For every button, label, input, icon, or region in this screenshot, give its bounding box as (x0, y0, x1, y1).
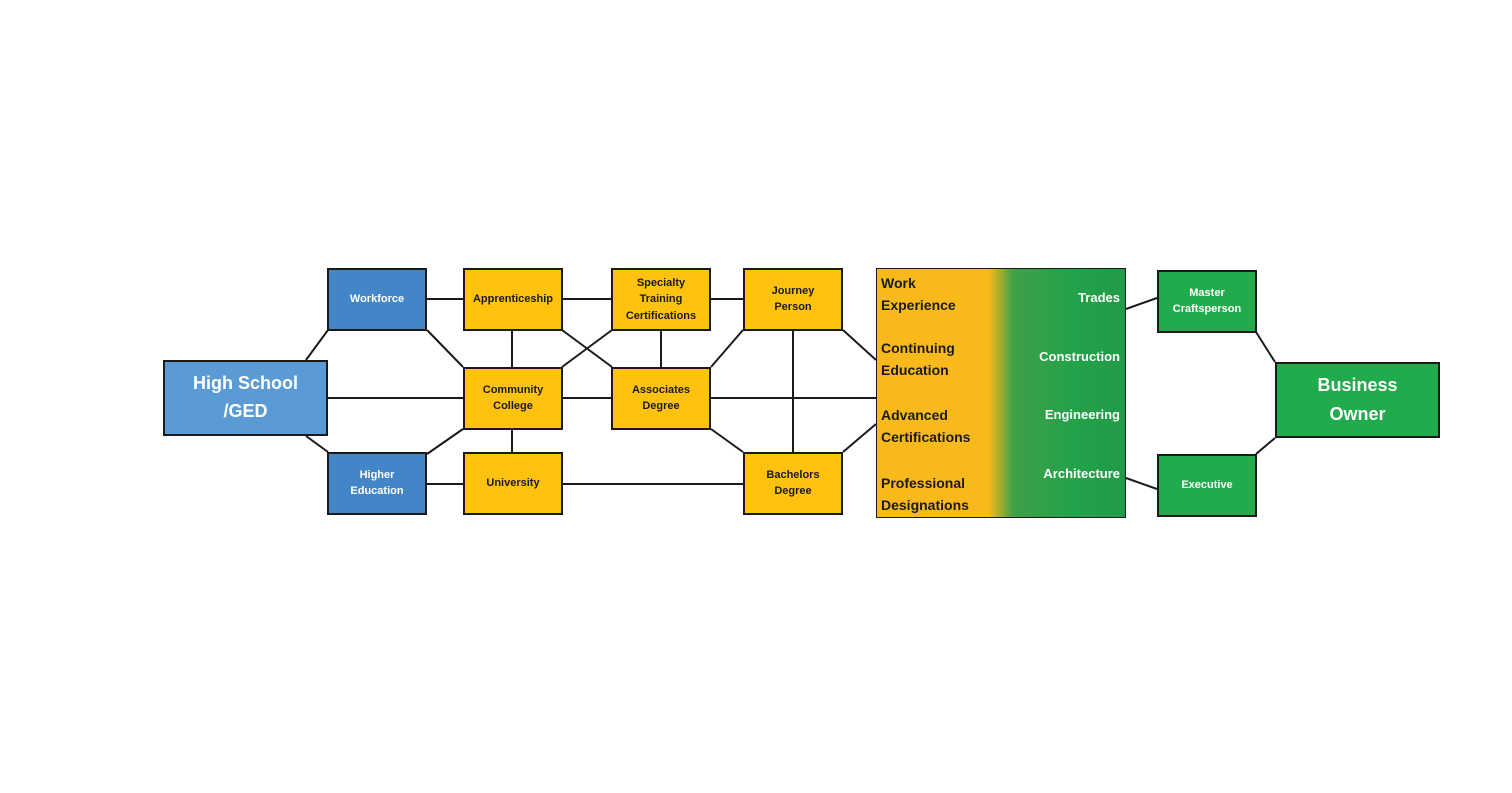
link-highschool-workforce (305, 329, 329, 361)
node-journey-person: Journey Person (743, 268, 843, 331)
label-architecture: Architecture (1043, 466, 1120, 481)
link-journey-experience (842, 329, 877, 361)
node-bachelors-degree: Bachelors Degree (743, 452, 843, 515)
node-executive: Executive (1157, 454, 1257, 517)
link-workforce-community (426, 329, 464, 368)
node-high-school: High School /GED (163, 360, 328, 436)
node-master-craftsperson: Master Craftsperson (1157, 270, 1257, 333)
node-university: University (463, 452, 563, 515)
link-highschool-higher-ed (305, 435, 329, 453)
link-trades-master (1125, 297, 1158, 310)
link-higher-ed-community (426, 428, 464, 455)
label-continuing-education: Continuing Education (881, 340, 955, 379)
node-associates-degree: Associates Degree (611, 367, 711, 430)
node-community-college: Community College (463, 367, 563, 430)
node-apprenticeship: Apprenticeship (463, 268, 563, 331)
link-associates-journey (710, 329, 744, 368)
link-executive-business (1255, 437, 1276, 455)
label-construction: Construction (1039, 349, 1120, 364)
node-higher-education: Higher Education (327, 452, 427, 515)
label-work-experience: Work Experience (881, 275, 956, 314)
link-community-specialty (561, 329, 613, 368)
label-advanced-certifications: Advanced Certifications (881, 407, 971, 446)
node-workforce: Workforce (327, 268, 427, 331)
link-bachelors-experience (842, 423, 877, 453)
link-associates-bachelors (710, 428, 744, 453)
label-professional-designations: Professional Designations (881, 475, 969, 514)
link-master-business (1255, 331, 1276, 363)
label-engineering: Engineering (1044, 407, 1120, 422)
label-trades: Trades (1078, 290, 1120, 305)
link-architecture-executive (1125, 477, 1158, 490)
experience-box: Work Experience Continuing Education Adv… (876, 268, 1126, 518)
node-specialty-training: Specialty Training Certifications (611, 268, 711, 331)
node-business-owner: Business Owner (1275, 362, 1440, 438)
